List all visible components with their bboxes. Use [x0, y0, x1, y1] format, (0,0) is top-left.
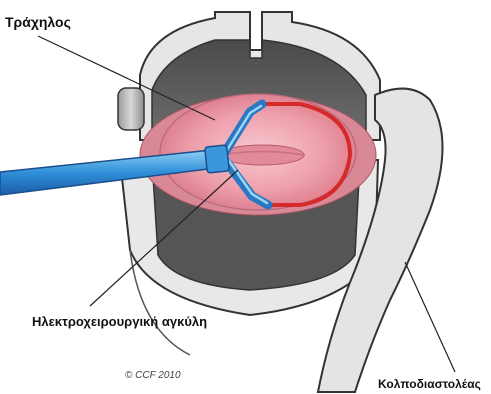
- label-speculum: Κολποδιαστολέας: [378, 377, 481, 391]
- speculum-screw-knob: [118, 88, 144, 130]
- copyright-text: © CCF 2010: [125, 370, 181, 381]
- label-electrosurgical-loop: Ηλεκτροχειρουργική αγκύλη: [32, 314, 207, 329]
- leader-line-speculum: [405, 262, 455, 372]
- loop-handle-collar: [205, 145, 230, 173]
- label-cervix: Τράχηλος: [5, 14, 71, 30]
